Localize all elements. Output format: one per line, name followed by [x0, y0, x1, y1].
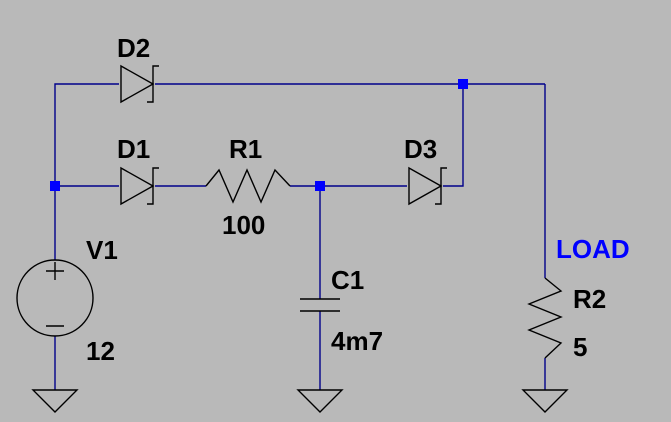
capacitor-c1-symbol — [300, 298, 340, 312]
ground-icon — [521, 389, 569, 413]
label-c1-name: C1 — [331, 265, 364, 295]
junctions — [50, 79, 468, 191]
ground-icon — [296, 389, 344, 413]
label-r2-value: 5 — [573, 332, 587, 362]
label-d3-name: D3 — [404, 134, 437, 164]
wires — [54, 83, 546, 390]
resistor-r2-symbol — [527, 277, 563, 359]
wire-d3-right — [443, 84, 464, 187]
diode-d1-symbol — [120, 166, 159, 206]
label-d2-name: D2 — [117, 33, 150, 63]
junction-dot — [458, 79, 468, 89]
voltage-source-v1-symbol — [16, 259, 94, 337]
net-label-load: LOAD — [556, 234, 630, 264]
ground-symbols — [31, 389, 569, 413]
label-r1-name: R1 — [229, 134, 262, 164]
wire-d2-left — [54, 83, 119, 186]
ground-icon — [31, 389, 79, 413]
label-v1-value: 12 — [86, 336, 115, 366]
diode-d2-symbol — [120, 64, 159, 104]
junction-dot — [50, 181, 60, 191]
label-r2-name: R2 — [573, 284, 606, 314]
label-v1-name: V1 — [86, 235, 118, 265]
diode-d3-symbol — [408, 166, 447, 206]
label-d1-name: D1 — [117, 134, 150, 164]
label-r1-value: 100 — [222, 210, 265, 240]
resistor-r1-symbol — [205, 168, 291, 204]
junction-dot — [315, 181, 325, 191]
label-c1-value: 4m7 — [331, 326, 383, 356]
